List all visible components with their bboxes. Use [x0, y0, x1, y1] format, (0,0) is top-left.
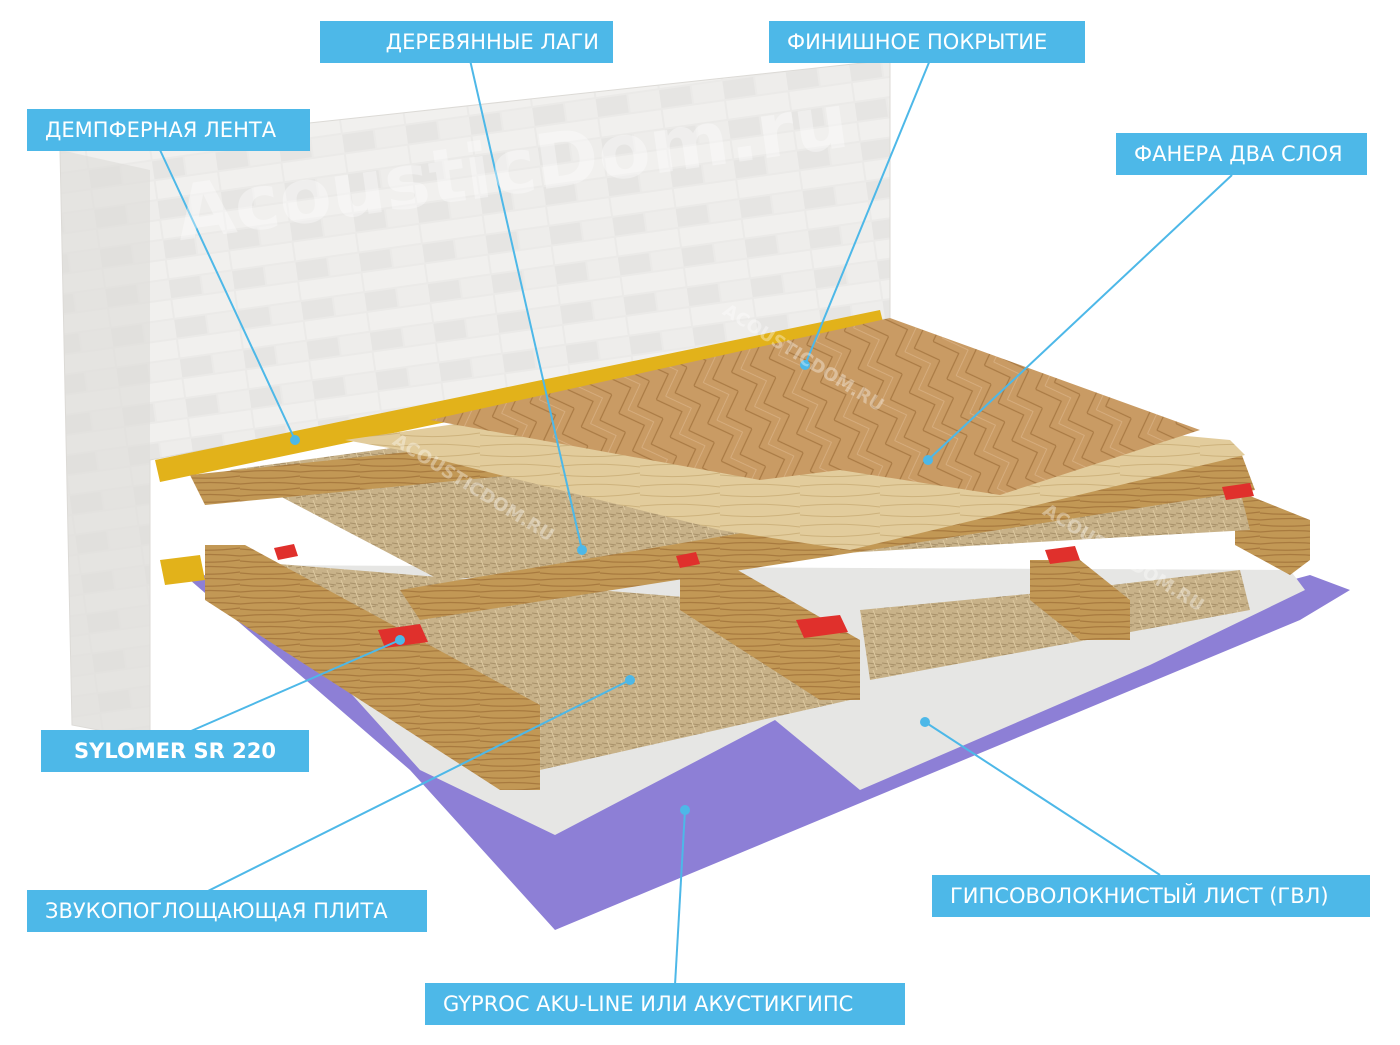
- leader-dot: [680, 805, 690, 815]
- leader-plywood: [927, 174, 1233, 461]
- leader-wooden-joists: [469, 59, 583, 551]
- leader-dot: [395, 635, 405, 645]
- leader-dots: [290, 360, 933, 815]
- leader-lines: [159, 59, 1233, 986]
- label-sylomer: SYLOMER SR 220: [41, 730, 309, 772]
- lower-joist-right2: [1235, 490, 1310, 575]
- sylomer-pad: [1222, 483, 1254, 500]
- label-damper-tape: ДЕМПФЕРНАЯ ЛЕНТА: [27, 109, 310, 151]
- finish-parquet: [430, 318, 1200, 495]
- lower-joist-left: [205, 545, 540, 790]
- leader-insulation: [199, 679, 631, 896]
- label-plywood-two-layers: ФАНЕРА ДВА СЛОЯ: [1116, 133, 1367, 175]
- insulation-right: [860, 570, 1250, 680]
- sylomer-pad: [676, 552, 700, 568]
- leader-sylomer: [174, 639, 401, 739]
- leader-gyproc: [674, 809, 686, 986]
- leader-dot: [920, 717, 930, 727]
- label-finish-coating: ФИНИШНОЕ ПОКРЫТИЕ: [769, 21, 1085, 63]
- leader-dot: [577, 545, 587, 555]
- damper-tape-lower: [160, 555, 205, 585]
- label-gyproc: GYPROC AKU-LINE ИЛИ АКУСТИКГИПС: [425, 983, 905, 1025]
- label-sound-absorbing-board: ЗВУКОПОГЛОЩАЮЩАЯ ПЛИТА: [27, 890, 427, 932]
- sylomer-pad: [1045, 546, 1080, 564]
- damper-tape: [155, 310, 885, 482]
- sylomer-pad: [274, 544, 298, 560]
- label-wooden-joists: ДЕРЕВЯННЫЕ ЛАГИ: [320, 21, 613, 63]
- leader-dot: [290, 435, 300, 445]
- leader-damper-tape: [159, 149, 296, 441]
- brick-wall-side: [60, 150, 150, 740]
- leader-finish: [804, 59, 931, 366]
- label-gypsum-fiber-sheet: ГИПСОВОЛОКНИСТЫЙ ЛИСТ (ГВЛ): [932, 875, 1370, 917]
- lower-joist-mid: [680, 560, 860, 700]
- leader-gvl: [924, 721, 1161, 876]
- leader-dot: [923, 455, 933, 465]
- leader-dot: [800, 360, 810, 370]
- sylomer-pad: [796, 615, 848, 638]
- lower-joist-right1: [1030, 560, 1130, 640]
- leader-dot: [625, 675, 635, 685]
